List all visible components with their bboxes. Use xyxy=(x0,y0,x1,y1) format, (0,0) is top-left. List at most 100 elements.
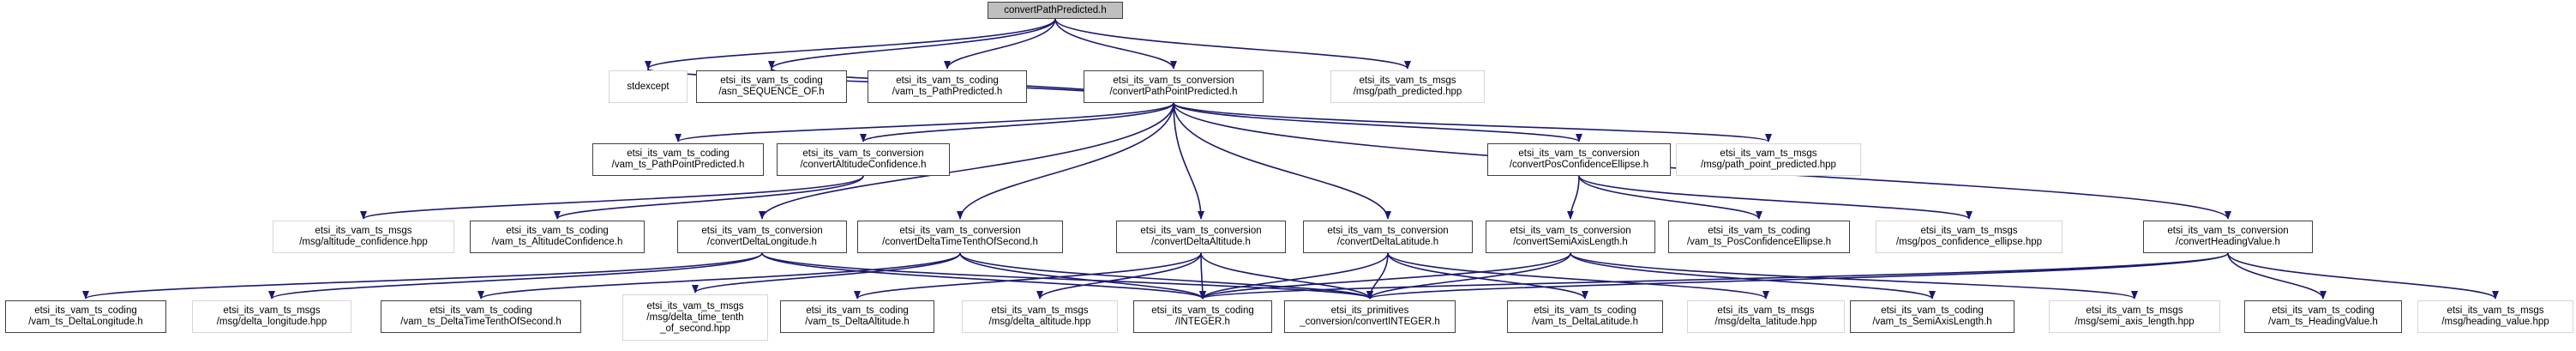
graph-node-label: etsi_its_primitives _conversion/convertI… xyxy=(1300,306,1440,327)
graph-edge xyxy=(1173,102,1391,220)
graph-edge xyxy=(268,252,763,300)
graph-edge xyxy=(1173,102,1204,220)
graph-node[interactable]: etsi_its_vam_ts_conversion /convertPathP… xyxy=(1084,70,1264,103)
graph-node-label: etsi_its_vam_ts_coding /vam_ts_SemiAxisL… xyxy=(1872,306,1992,327)
graph-edge xyxy=(1570,252,1936,300)
graph-edge xyxy=(645,18,1056,70)
graph-node-label: etsi_its_vam_ts_msgs /msg/delta_latitude… xyxy=(1714,306,1817,327)
graph-node[interactable]: etsi_its_vam_ts_conversion /convertPosCo… xyxy=(1487,143,1671,176)
graph-node[interactable]: etsi_its_vam_ts_msgs /msg/pos_confidence… xyxy=(1876,221,2063,253)
graph-node[interactable]: etsi_its_vam_ts_conversion /convertDelta… xyxy=(677,221,847,253)
graph-node[interactable]: etsi_its_vam_ts_msgs /msg/delta_longitud… xyxy=(192,300,351,333)
graph-edge xyxy=(1199,252,1389,300)
graph-node-label: etsi_its_vam_ts_msgs /msg/heading_value.… xyxy=(2441,306,2549,327)
graph-node[interactable]: etsi_its_vam_ts_coding /vam_ts_DeltaTime… xyxy=(381,300,581,333)
graph-node-label: etsi_its_vam_ts_msgs /msg/path_point_pre… xyxy=(1701,148,1836,170)
graph-node-label: etsi_its_vam_ts_msgs /msg/delta_altitude… xyxy=(988,306,1091,327)
graph-node-label: etsi_its_vam_ts_conversion /convertHeadi… xyxy=(2167,226,2289,247)
graph-edge xyxy=(1054,18,1411,70)
graph-edge xyxy=(1198,252,1206,300)
graph-edge xyxy=(860,102,1174,142)
graph-edge xyxy=(360,175,864,220)
graph-edge xyxy=(1054,18,1177,70)
graph-node[interactable]: etsi_its_vam_ts_coding /vam_ts_AltitudeC… xyxy=(470,221,645,253)
graph-node-label: etsi_its_vam_ts_coding /vam_ts_PathPredi… xyxy=(892,76,1003,97)
graph-node[interactable]: etsi_its_vam_ts_msgs /msg/path_point_pre… xyxy=(1676,143,1861,176)
graph-edge xyxy=(2227,252,2327,300)
graph-edge xyxy=(1366,252,2229,300)
graph-node[interactable]: etsi_its_vam_ts_msgs /msg/semi_axis_leng… xyxy=(2049,300,2220,333)
graph-node-label: etsi_its_vam_ts_msgs /msg/path_predicted… xyxy=(1353,76,1462,97)
graph-edge xyxy=(1173,102,1772,142)
graph-edge xyxy=(1199,252,2229,300)
graph-edge xyxy=(761,252,1206,300)
graph-node[interactable]: etsi_its_vam_ts_msgs /msg/delta_time_ten… xyxy=(622,294,768,341)
graph-node[interactable]: etsi_its_vam_ts_coding /vam_ts_DeltaAlti… xyxy=(780,300,934,333)
graph-node[interactable]: etsi_its_vam_ts_coding /vam_ts_PathPoint… xyxy=(592,143,764,176)
graph-node[interactable]: etsi_its_vam_ts_conversion /convertHeadi… xyxy=(2143,221,2313,253)
graph-node-label: etsi_its_vam_ts_conversion /convertPosCo… xyxy=(1509,148,1649,170)
graph-node-label: etsi_its_vam_ts_conversion /convertPathP… xyxy=(1109,76,1238,97)
graph-edge xyxy=(1366,252,1389,300)
graph-edge xyxy=(1036,252,1202,300)
graph-node[interactable]: convertPathPredicted.h xyxy=(988,2,1123,19)
graph-edge xyxy=(1366,252,1571,300)
graph-node[interactable]: etsi_its_vam_ts_conversion /convertDelta… xyxy=(857,221,1063,253)
graph-node[interactable]: etsi_its_vam_ts_msgs /msg/delta_altitude… xyxy=(962,300,1118,333)
graph-node[interactable]: etsi_its_vam_ts_coding /INTEGER.h xyxy=(1133,300,1272,333)
graph-edge xyxy=(854,252,1202,300)
graph-node[interactable]: etsi_its_vam_ts_conversion /convertAltit… xyxy=(777,143,950,176)
graph-node[interactable]: etsi_its_vam_ts_msgs /msg/path_predicted… xyxy=(1330,70,1485,103)
graph-edge xyxy=(477,252,961,300)
graph-node[interactable]: etsi_its_primitives _conversion/convertI… xyxy=(1284,300,1456,333)
graph-node[interactable]: etsi_its_vam_ts_coding /vam_ts_HeadingVa… xyxy=(2244,300,2402,333)
graph-node[interactable]: etsi_its_vam_ts_msgs /msg/delta_latitude… xyxy=(1687,300,1845,333)
graph-edge xyxy=(675,102,1174,142)
graph-node[interactable]: etsi_its_vam_ts_msgs /msg/heading_value.… xyxy=(2417,300,2573,333)
graph-edge xyxy=(959,252,1373,300)
graph-node[interactable]: etsi_its_vam_ts_conversion /convertDelta… xyxy=(1303,221,1473,253)
graph-edge xyxy=(1570,252,2138,300)
graph-edge xyxy=(957,102,1174,220)
graph-node-label: etsi_its_vam_ts_coding /vam_ts_DeltaLong… xyxy=(28,306,143,327)
graph-node[interactable]: etsi_its_vam_ts_conversion /convertSemiA… xyxy=(1486,221,1655,253)
graph-edge xyxy=(692,252,961,294)
graph-edge xyxy=(1567,175,1580,220)
graph-node-label: etsi_its_vam_ts_coding /asn_SEQUENCE_OF.… xyxy=(718,76,825,97)
graph-node-label: etsi_its_vam_ts_msgs /msg/altitude_confi… xyxy=(299,226,428,247)
graph-node-label: etsi_its_vam_ts_msgs /msg/delta_longitud… xyxy=(216,306,327,327)
graph-node-label: etsi_its_vam_ts_conversion /convertAltit… xyxy=(800,148,927,170)
graph-node[interactable]: etsi_its_vam_ts_conversion /convertDelta… xyxy=(1116,221,1286,253)
graph-node-label: etsi_its_vam_ts_coding /vam_ts_DeltaLati… xyxy=(1531,306,1639,327)
graph-node[interactable]: etsi_its_vam_ts_coding /vam_ts_DeltaLati… xyxy=(1507,300,1663,333)
graph-node-label: etsi_its_vam_ts_conversion /convertDelta… xyxy=(1327,226,1449,247)
graph-node-label: etsi_its_vam_ts_conversion /convertDelta… xyxy=(882,226,1038,247)
graph-node-label: etsi_its_vam_ts_msgs /msg/semi_axis_leng… xyxy=(2075,306,2195,327)
graph-edge xyxy=(1173,102,1582,142)
graph-node-label: etsi_its_vam_ts_coding /vam_ts_PathPoint… xyxy=(611,148,745,170)
graph-node[interactable]: etsi_its_vam_ts_coding /vam_ts_PathPredi… xyxy=(868,70,1027,103)
graph-edge xyxy=(944,18,1056,70)
graph-node-label: etsi_its_vam_ts_conversion /convertDelta… xyxy=(1140,226,1262,247)
graph-node-label: stdexcept xyxy=(627,81,670,92)
graph-node-label: etsi_its_vam_ts_coding /vam_ts_HeadingVa… xyxy=(2268,306,2378,327)
graph-edge xyxy=(768,18,1056,70)
graph-node-label: etsi_its_vam_ts_coding /INTEGER.h xyxy=(1151,306,1254,327)
graph-node[interactable]: etsi_its_vam_ts_coding /vam_ts_PosConfid… xyxy=(1668,221,1850,253)
graph-node-label: etsi_its_vam_ts_msgs /msg/delta_time_ten… xyxy=(646,300,744,334)
graph-node[interactable]: etsi_its_vam_ts_coding /vam_ts_SemiAxisL… xyxy=(1850,300,2015,333)
graph-node[interactable]: etsi_its_vam_ts_coding /asn_SEQUENCE_OF.… xyxy=(696,70,847,103)
graph-node[interactable]: etsi_its_vam_ts_coding /vam_ts_DeltaLong… xyxy=(5,300,166,333)
graph-node-label: etsi_its_vam_ts_msgs /msg/pos_confidence… xyxy=(1895,226,2043,247)
graph-edge xyxy=(1387,252,1588,300)
graph-node[interactable]: stdexcept xyxy=(609,70,688,103)
graph-edge xyxy=(1387,252,1769,300)
graph-node[interactable]: etsi_its_vam_ts_msgs /msg/altitude_confi… xyxy=(273,221,454,253)
graph-edge xyxy=(1200,252,1373,300)
graph-node-label: etsi_its_vam_ts_coding /vam_ts_DeltaAlti… xyxy=(805,306,910,327)
graph-node-label: etsi_its_vam_ts_conversion /convertSemiA… xyxy=(1510,226,1631,247)
graph-node-label: etsi_its_vam_ts_coding /vam_ts_PosConfid… xyxy=(1686,226,1832,247)
graph-edge xyxy=(1199,252,1571,300)
graph-node-label: etsi_its_vam_ts_coding /vam_ts_DeltaTime… xyxy=(400,306,561,327)
